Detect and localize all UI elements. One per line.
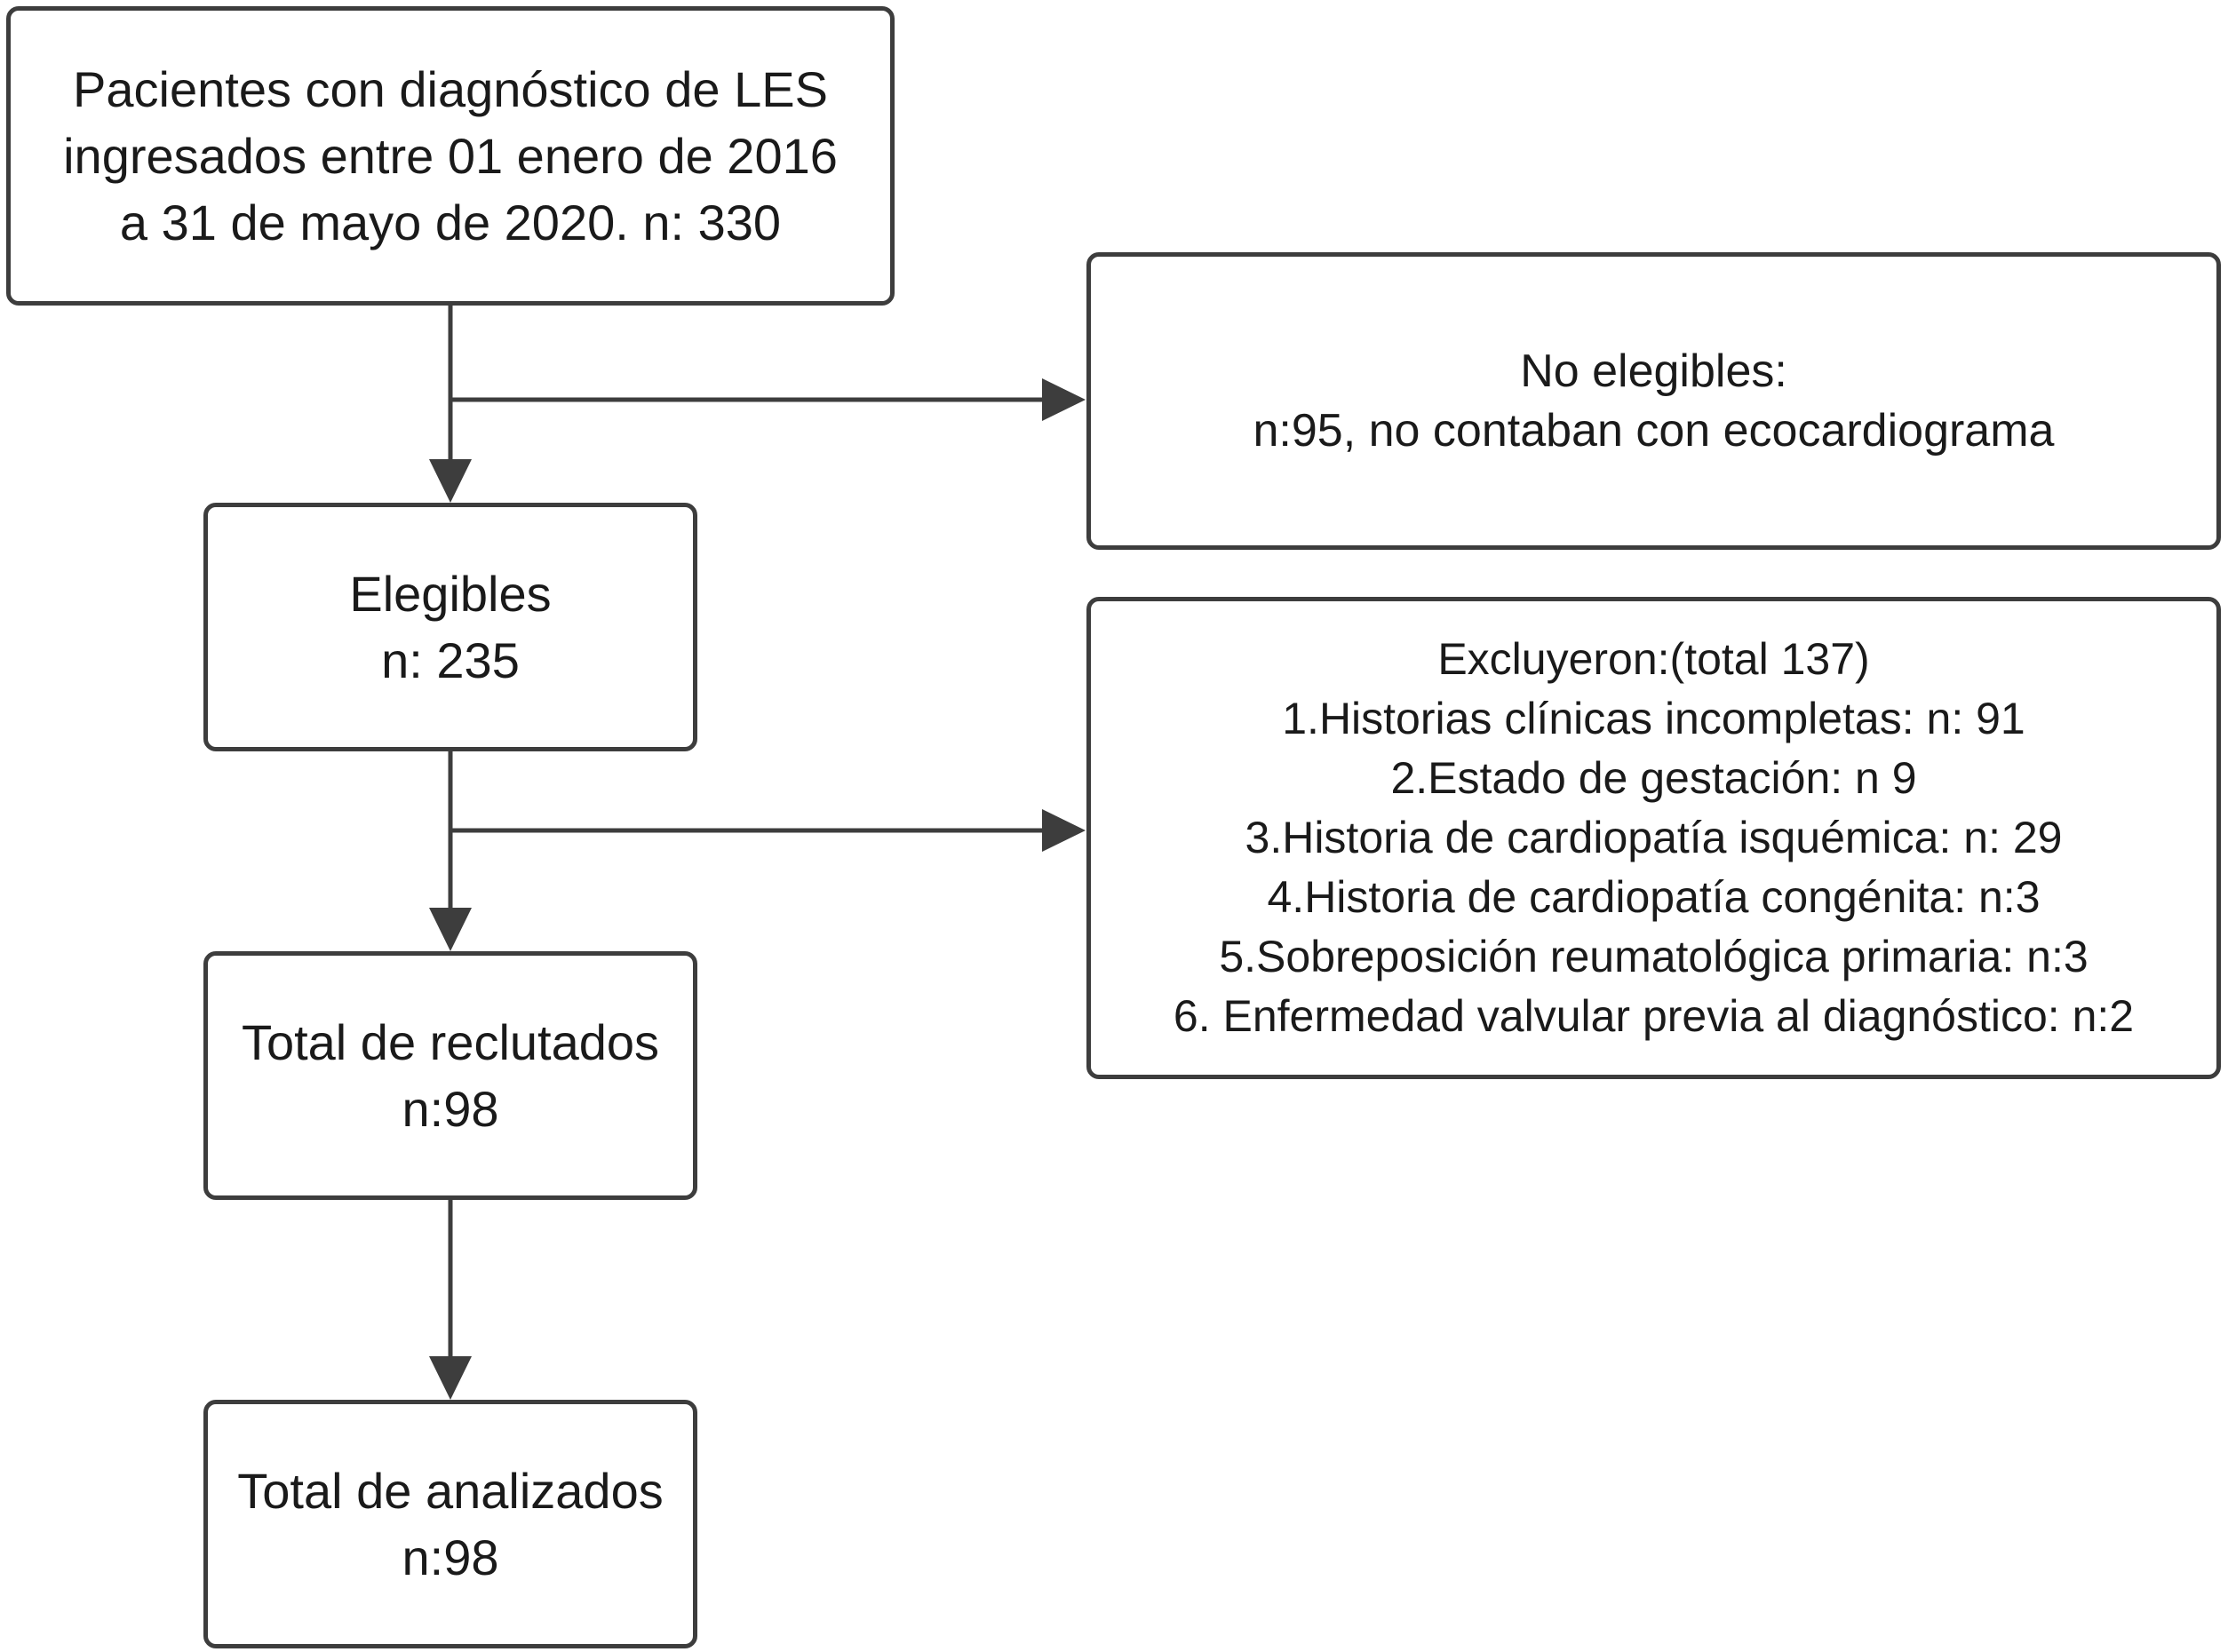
arrowhead-not-eligible — [1042, 378, 1086, 421]
initial-patients-line: Pacientes con diagnóstico de LES — [73, 61, 828, 117]
not-eligible-line: n:95, no contaban con ecocardiograma — [1253, 404, 2055, 457]
excluded-item: 6. Enfermedad valvular previa al diagnós… — [1173, 991, 2135, 1041]
initial-patients-line: a 31 de mayo de 2020. n: 330 — [119, 195, 782, 250]
recruited-line: n:98 — [402, 1081, 499, 1137]
recruited-box: Total de reclutados n:98 — [203, 951, 697, 1200]
recruited-line: Total de reclutados — [241, 1014, 660, 1070]
analyzed-line: Total de analizados — [237, 1463, 664, 1519]
excluded-title: Excluyeron:(total 137) — [1437, 634, 1870, 684]
eligible-line: n: 235 — [381, 632, 520, 688]
excluded-item: 3.Historia de cardiopatía isquémica: n: … — [1245, 813, 2063, 862]
eligible-box: Elegibles n: 235 — [203, 503, 697, 751]
excluded-item: 4.Historia de cardiopatía congénita: n:3 — [1267, 872, 2041, 922]
initial-patients-box: Pacientes con diagnóstico de LES ingresa… — [6, 6, 895, 306]
initial-patients-line: ingresados entre 01 enero de 2016 — [63, 128, 838, 184]
arrowhead-eligible — [429, 459, 472, 503]
arrowhead-analyzed — [429, 1356, 472, 1400]
excluded-item: 5.Sobreposición reumatológica primaria: … — [1219, 932, 2089, 981]
not-eligible-line: No elegibles: — [1520, 345, 1787, 397]
excluded-item: 1.Historias clínicas incompletas: n: 91 — [1282, 694, 2025, 743]
excluded-item: 2.Estado de gestación: n 9 — [1390, 753, 1917, 803]
analyzed-box: Total de analizados n:98 — [203, 1400, 697, 1648]
arrowhead-recruited — [429, 908, 472, 951]
excluded-box: Excluyeron:(total 137) 1.Historias clíni… — [1086, 597, 2221, 1079]
eligible-line: Elegibles — [349, 566, 552, 622]
analyzed-line: n:98 — [402, 1529, 499, 1585]
not-eligible-box: No elegibles: n:95, no contaban con ecoc… — [1086, 252, 2221, 550]
arrowhead-excluded — [1042, 809, 1086, 852]
